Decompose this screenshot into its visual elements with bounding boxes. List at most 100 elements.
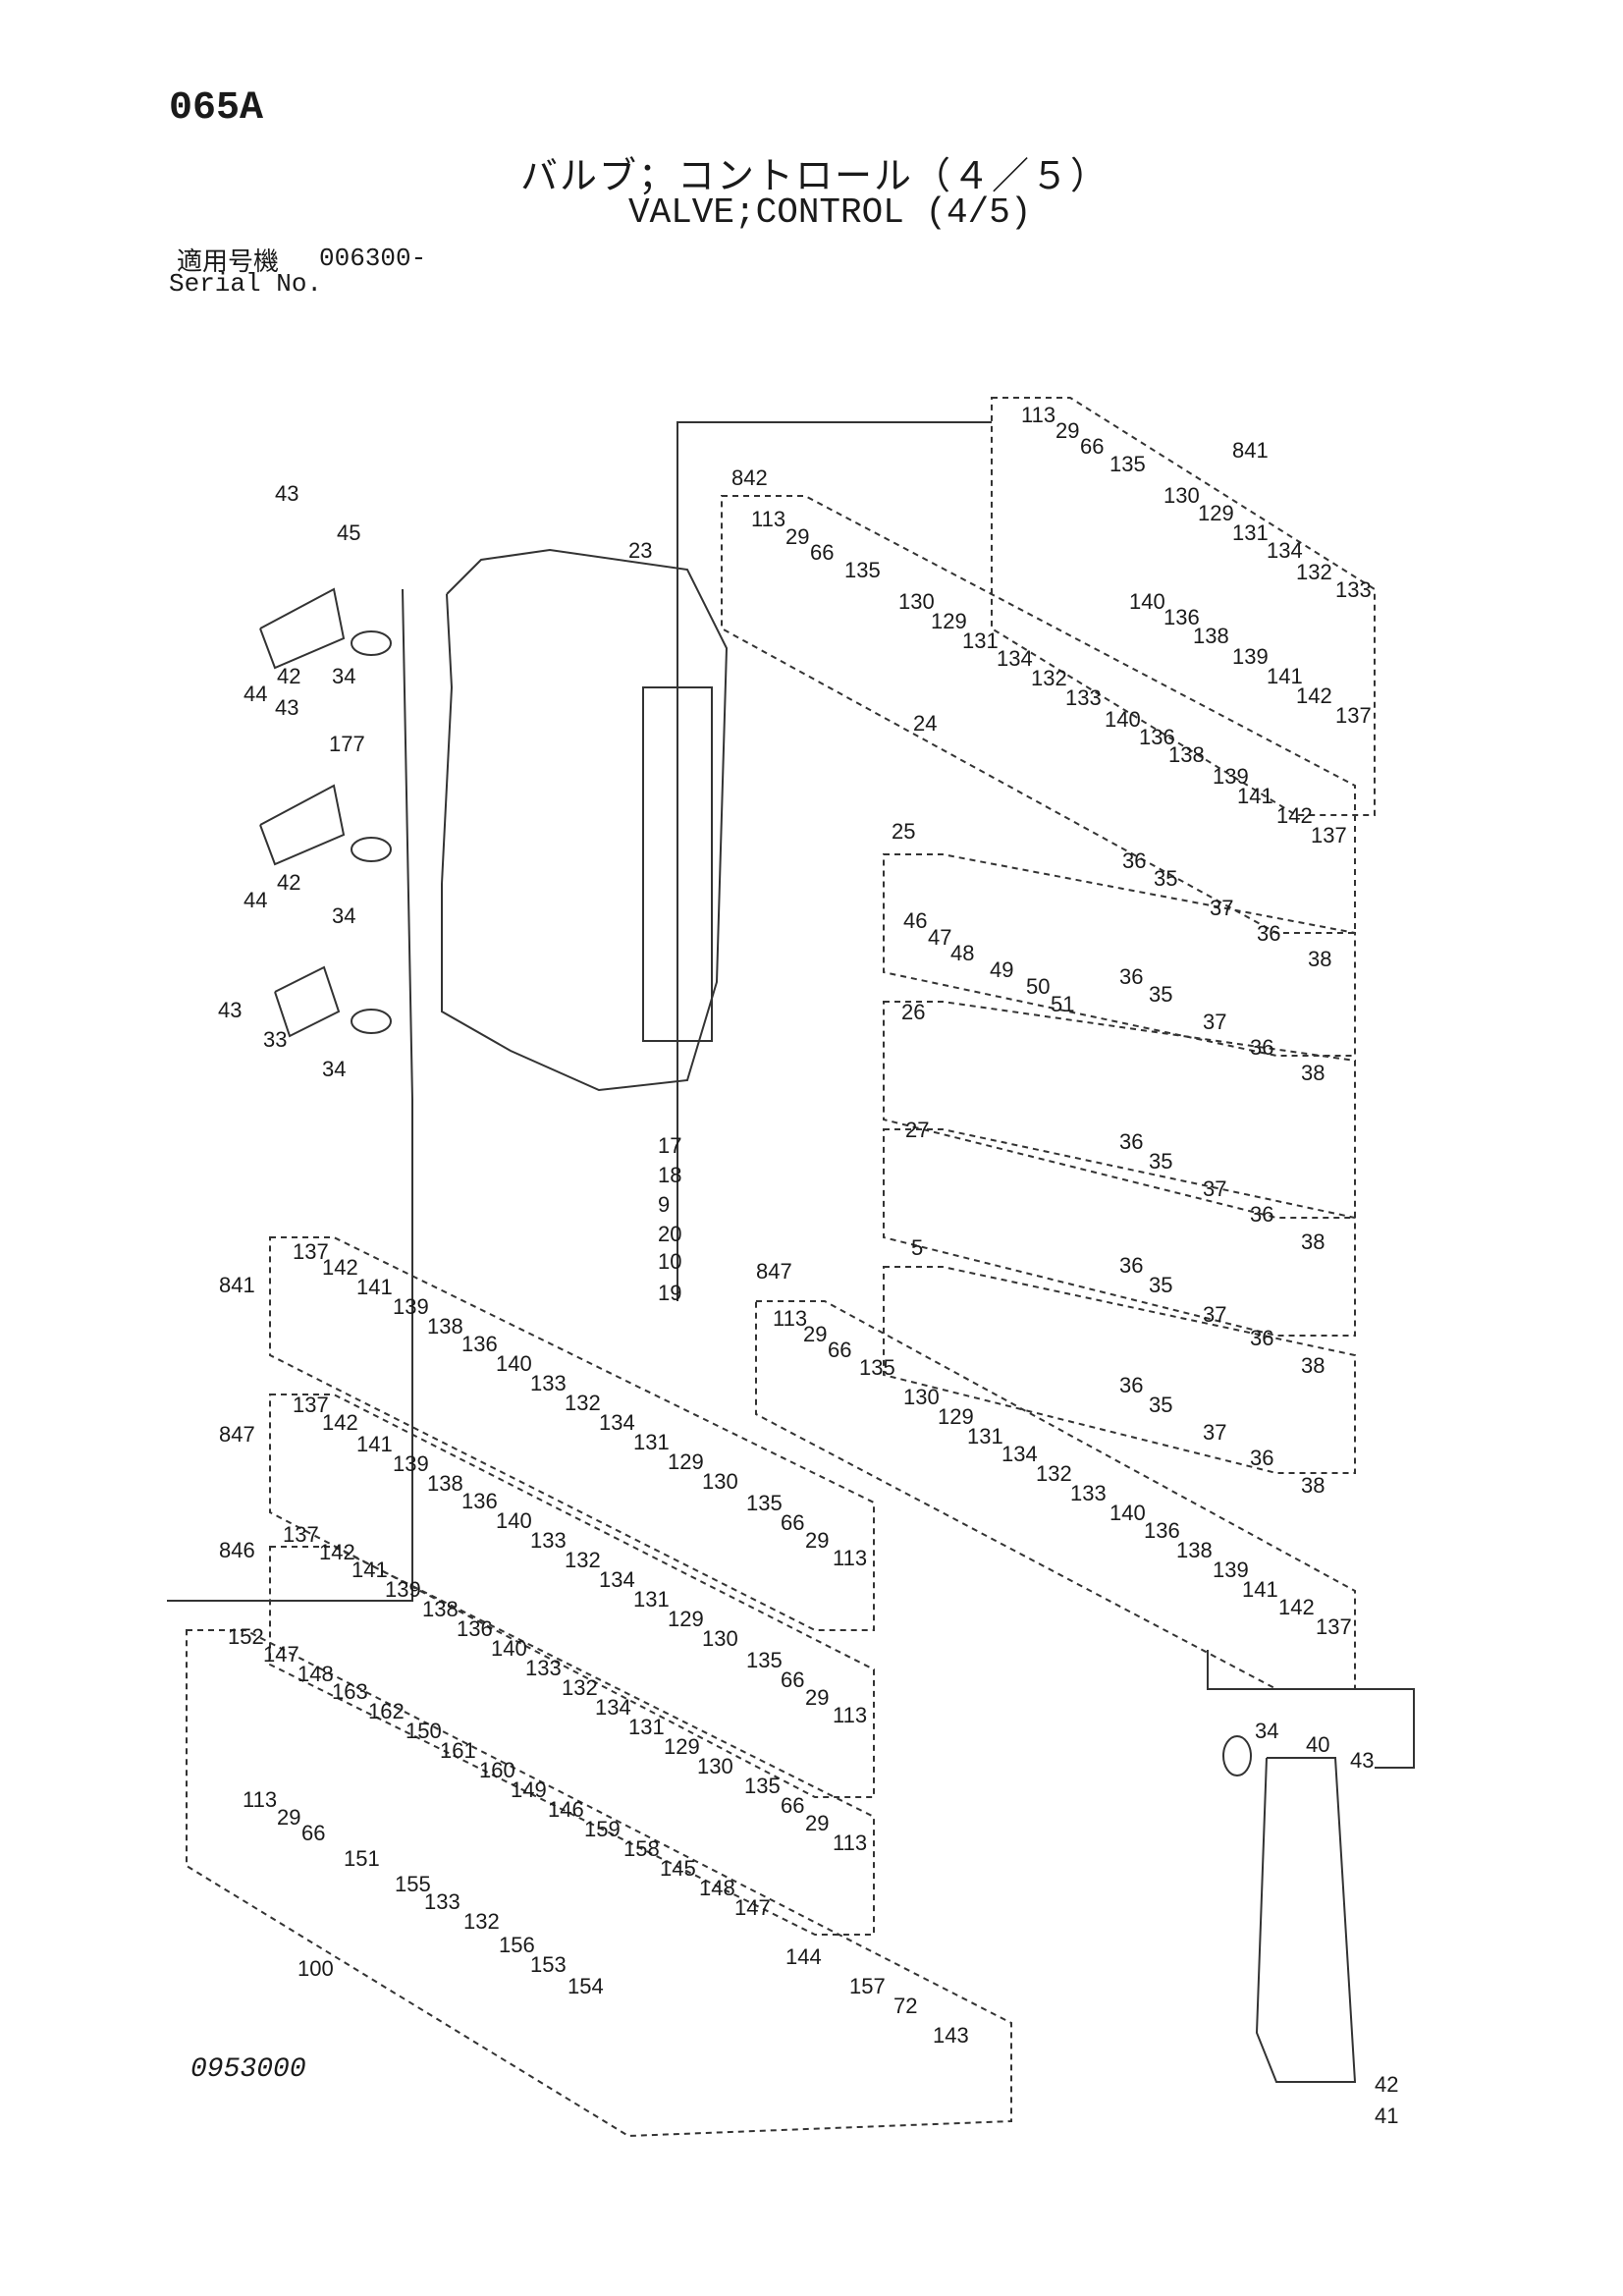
callout-label: 135 [744, 1774, 781, 1798]
callout-label: 145 [660, 1856, 696, 1881]
callout-label: 25 [892, 819, 915, 844]
callout-label: 130 [1163, 483, 1200, 508]
callout-label: 29 [805, 1685, 829, 1710]
callout-label: 34 [332, 664, 355, 688]
callout-label: 66 [1080, 434, 1104, 459]
callout-label: 38 [1301, 1473, 1325, 1498]
callout-label: 5 [911, 1235, 923, 1260]
cover-40 [1255, 1757, 1357, 2083]
callout-label: 23 [628, 538, 652, 563]
callout-label: 29 [277, 1805, 300, 1830]
callout-label: 66 [781, 1510, 804, 1535]
callout-label: 142 [1276, 803, 1313, 828]
callout-label: 42 [1375, 2072, 1398, 2097]
callout-label: 133 [530, 1528, 567, 1553]
callout-label: 846 [219, 1538, 255, 1562]
callout-label: 113 [1021, 403, 1055, 427]
callout-label: 29 [805, 1811, 829, 1835]
callout-label: 141 [352, 1558, 388, 1582]
callout-label: 138 [427, 1471, 463, 1496]
callout-label: 133 [1335, 577, 1372, 602]
callout-label: 137 [293, 1239, 329, 1264]
title-english: VALVE;CONTROL (4/5) [628, 192, 1032, 233]
callout-label: 133 [1065, 685, 1102, 710]
callout-label: 131 [1232, 520, 1269, 545]
callout-label: 38 [1308, 947, 1331, 971]
callout-label: 40 [1306, 1732, 1329, 1757]
callout-label: 841 [1232, 438, 1269, 463]
callout-label: 141 [356, 1275, 393, 1299]
callout-label: 847 [219, 1422, 255, 1447]
callout-label: 113 [833, 1831, 867, 1855]
callout-label: 140 [1129, 589, 1165, 614]
callout-label: 35 [1149, 982, 1172, 1007]
callout-label: 132 [565, 1391, 601, 1415]
callout-label: 37 [1210, 896, 1233, 920]
callout-label: 100 [298, 1956, 334, 1981]
callout-label: 140 [1105, 707, 1141, 732]
callout-label: 44 [243, 682, 267, 706]
o-ring-34-c [351, 1009, 392, 1034]
callout-labels: 113 29 66 135 841 130 129 131 134 132 13… [218, 403, 1398, 2128]
callout-label: 141 [356, 1432, 393, 1456]
callout-label: 35 [1149, 1149, 1172, 1174]
callout-label: 131 [962, 629, 999, 653]
callout-label: 38 [1301, 1353, 1325, 1378]
callout-label: 138 [1176, 1538, 1213, 1562]
callout-label: 134 [1001, 1442, 1038, 1466]
callout-label: 141 [1242, 1577, 1278, 1602]
callout-label: 36 [1250, 1202, 1273, 1227]
title-japanese: バルブ；コントロール（４／５） [520, 154, 1110, 197]
callout-label: 141 [1267, 664, 1303, 688]
callout-label: 136 [1139, 725, 1175, 749]
callout-label: 133 [424, 1889, 460, 1914]
callout-label: 34 [332, 903, 355, 928]
callout-label: 131 [967, 1424, 1003, 1449]
callout-label: 140 [496, 1508, 532, 1533]
callout-label: 20 [658, 1222, 681, 1246]
kit-846-box [269, 1546, 875, 1936]
callout-label: 9 [658, 1192, 670, 1217]
callout-label: 35 [1154, 866, 1177, 891]
callout-label: 51 [1051, 992, 1074, 1016]
callout-label: 66 [828, 1338, 851, 1362]
serial-label-english: Serial No. [169, 269, 323, 299]
callout-label: 29 [1055, 418, 1079, 443]
callout-label: 38 [1301, 1230, 1325, 1254]
leader-boundary-right [1207, 1650, 1415, 1769]
callout-label: 129 [1198, 501, 1234, 525]
callout-label: 46 [903, 908, 927, 933]
callout-label: 841 [219, 1273, 255, 1297]
callout-label: 139 [1213, 764, 1249, 789]
callout-label: 36 [1250, 1035, 1273, 1060]
callout-label: 136 [457, 1616, 493, 1641]
callout-label: 130 [903, 1385, 940, 1409]
callout-label: 136 [461, 1489, 498, 1513]
callout-label: 131 [633, 1430, 670, 1454]
callout-label: 148 [699, 1876, 735, 1900]
callout-label: 139 [393, 1451, 429, 1476]
callout-label: 142 [1278, 1595, 1315, 1619]
callout-label: 137 [293, 1393, 329, 1417]
serial-label-japanese: 適用号機 [177, 247, 280, 277]
callout-label: 135 [844, 558, 881, 582]
callout-label: 43 [1350, 1748, 1374, 1773]
callout-label: 137 [1335, 703, 1372, 728]
callout-label: 147 [263, 1642, 299, 1667]
spool-5-box [883, 1266, 1356, 1474]
callout-label: 113 [243, 1787, 277, 1812]
callout-label: 133 [530, 1371, 567, 1395]
callout-label: 134 [599, 1567, 635, 1592]
callout-label: 42 [277, 870, 300, 895]
callout-label: 153 [530, 1952, 567, 1977]
callout-label: 135 [859, 1355, 895, 1380]
kit-841-lower-box [269, 1236, 875, 1631]
leader-boundary-top [676, 421, 992, 1301]
callout-label: 35 [1149, 1393, 1172, 1417]
callout-label: 134 [595, 1695, 631, 1720]
callout-label: 130 [898, 589, 935, 614]
callout-label: 113 [833, 1546, 867, 1570]
callout-label: 177 [329, 732, 365, 756]
o-ring-34-b [351, 837, 392, 862]
